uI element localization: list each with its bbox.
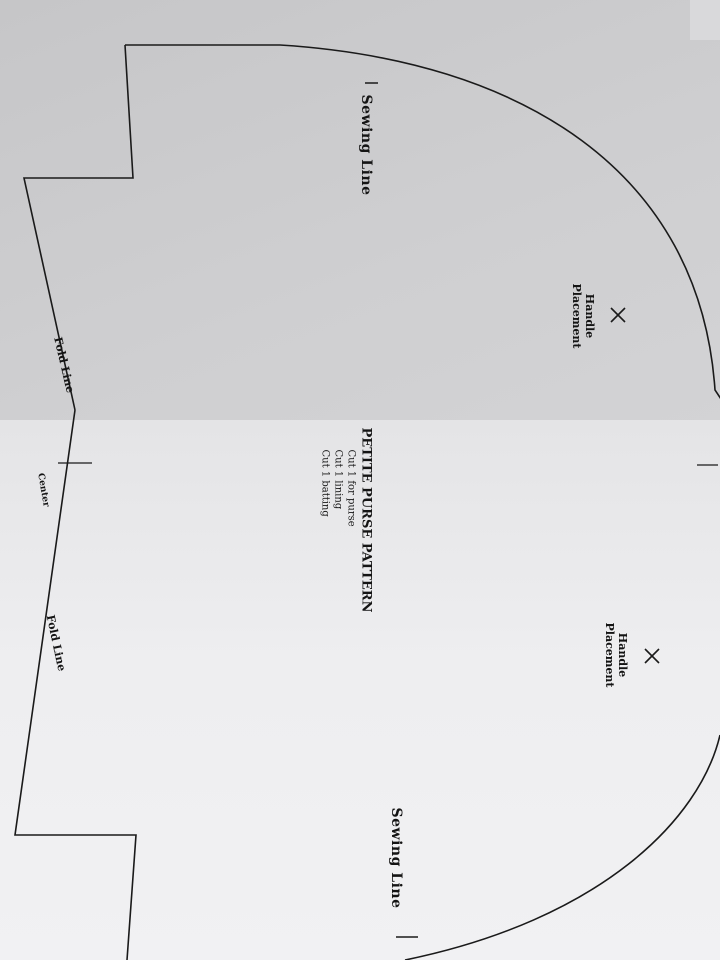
pattern-title-block: PETITE PURSE PATTERN Cut 1 for purse Cut… bbox=[319, 428, 374, 613]
page-corner bbox=[690, 0, 720, 40]
instruction-lining: Cut 1 lining bbox=[332, 449, 344, 510]
handle-placement-x-bottom bbox=[644, 648, 660, 664]
handle-placement-label-top: Handle Placement bbox=[570, 284, 596, 349]
handle-label-line2: Placement bbox=[603, 622, 616, 688]
instruction-batting: Cut 1 batting bbox=[319, 449, 331, 517]
handle-placement-x-top bbox=[610, 307, 626, 323]
pattern-outline-lower bbox=[404, 734, 720, 960]
page-lower bbox=[0, 420, 720, 960]
sewing-line-label-top: Sewing Line bbox=[358, 94, 374, 196]
pattern-notch-lower bbox=[14, 409, 137, 960]
pattern-notch-upper bbox=[23, 44, 134, 411]
handle-label-line2: Placement bbox=[570, 283, 583, 349]
pattern-outline-upper bbox=[125, 44, 720, 399]
handle-label-line1: Handle bbox=[583, 293, 596, 339]
page-upper bbox=[0, 0, 720, 430]
handle-label-line1: Handle bbox=[616, 632, 629, 678]
sewing-line-label-bottom: Sewing Line bbox=[388, 807, 404, 909]
pattern-title: PETITE PURSE PATTERN bbox=[358, 427, 374, 613]
instruction-purse: Cut 1 for purse bbox=[345, 449, 357, 527]
handle-placement-label-bottom: Handle Placement bbox=[603, 623, 629, 688]
